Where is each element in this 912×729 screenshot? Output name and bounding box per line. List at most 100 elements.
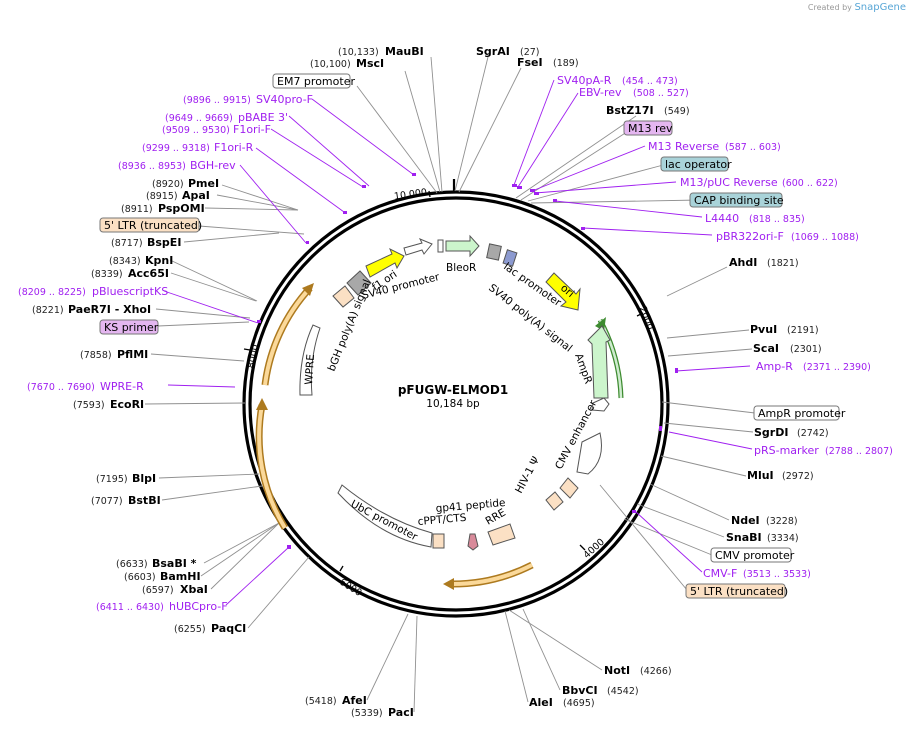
primer-f1ori-r-pos: (9299 .. 9318) bbox=[142, 143, 210, 154]
site-blpi: BlpI bbox=[132, 472, 156, 485]
primer-sv40pa-r: SV40pA-R bbox=[557, 74, 612, 87]
site-noti: NotI bbox=[604, 664, 630, 677]
box-ampr-promoter bbox=[753, 405, 840, 421]
site-bbvci-pos: (4542) bbox=[607, 686, 639, 697]
site-ndei-pos: (3228) bbox=[766, 516, 798, 527]
gp41-box bbox=[467, 533, 479, 551]
site-labels: SgrAI (27) FseI (189) BstZ17I (549) AhdI… bbox=[32, 45, 829, 719]
site-kpni: KpnI bbox=[145, 254, 173, 267]
primer-amp-r-pos: (2371 .. 2390) bbox=[803, 362, 871, 373]
site-paci: PacI bbox=[388, 706, 414, 719]
box-m13rev-text: M13 rev bbox=[628, 122, 673, 135]
box-cmv-promoter-text: CMV promoter bbox=[715, 549, 795, 562]
box-ltr-left bbox=[99, 217, 200, 233]
primer-sv40pro-f: SV40pro-F bbox=[256, 93, 313, 106]
bgh-box bbox=[346, 270, 372, 296]
tick-8000: 8000 bbox=[246, 343, 262, 369]
site-pspomi: PspOMI bbox=[158, 202, 205, 215]
site-ndei: NdeI bbox=[731, 514, 760, 527]
site-bamhi-pos: (6603) bbox=[124, 572, 156, 583]
site-kpni-pos: (8343) bbox=[109, 256, 141, 267]
site-bstbi: BstBI bbox=[128, 494, 161, 507]
primer-bgh-rev-pos: (8936 .. 8953) bbox=[118, 161, 186, 172]
primer-pbabe3: pBABE 3' bbox=[238, 111, 288, 124]
site-acc65i: Acc65I bbox=[128, 267, 169, 280]
site-pvui: PvuI bbox=[750, 323, 777, 336]
site-ecori: EcoRI bbox=[110, 398, 144, 411]
site-pmei-pos: (8920) bbox=[152, 179, 184, 190]
primer-prs-marker: pRS-marker bbox=[754, 444, 819, 457]
box-ampr-promoter-text: AmpR promoter bbox=[758, 407, 846, 420]
box-m13rev bbox=[623, 120, 673, 136]
box-ks-primer-text: KS primer bbox=[104, 321, 159, 334]
rre-box bbox=[487, 523, 516, 546]
site-sgrai: SgrAI bbox=[476, 45, 510, 58]
site-fsei: FseI bbox=[517, 56, 543, 69]
site-msci: MscI bbox=[356, 57, 384, 70]
site-noti-pos: (4266) bbox=[640, 666, 672, 677]
box-em7-text: EM7 promoter bbox=[277, 75, 355, 88]
site-bspei-pos: (8717) bbox=[111, 238, 143, 249]
site-bstz17i-pos: (549) bbox=[664, 106, 690, 117]
box-ltr-right bbox=[685, 583, 786, 599]
primer-sv40pa-r-pos: (454 .. 473) bbox=[622, 76, 678, 87]
tick-10000-mark bbox=[428, 190, 431, 198]
site-ahdi: AhdI bbox=[729, 256, 757, 269]
site-fsei-pos: (189) bbox=[553, 58, 579, 69]
site-pflmi-pos: (7858) bbox=[80, 350, 112, 361]
primer-ebv-rev-pos: (508 .. 527) bbox=[633, 88, 689, 99]
tick-8000-mark bbox=[243, 348, 251, 351]
orf-arcs bbox=[255, 283, 534, 590]
leader-lines bbox=[144, 56, 756, 713]
box-cmv-promoter bbox=[710, 547, 792, 563]
site-alei-pos: (4695) bbox=[563, 698, 595, 709]
primer-amp-r: Amp-R bbox=[756, 360, 793, 373]
site-paqci: PaqCI bbox=[211, 622, 246, 635]
plasmid-length: 10,184 bp bbox=[426, 398, 480, 410]
primer-f1ori-r: F1ori-R bbox=[214, 141, 254, 154]
tick-6000-mark bbox=[339, 565, 344, 572]
primer-pbr322ori-f-pos: (1069 .. 1088) bbox=[791, 232, 859, 243]
box-em7 bbox=[272, 73, 351, 89]
site-sgrdi-pos: (2742) bbox=[797, 428, 829, 439]
site-bsabi-pos: (6633) bbox=[116, 559, 148, 570]
label-ubc: UbC promoter bbox=[349, 498, 420, 544]
primer-l4440-pos: (818 .. 835) bbox=[749, 214, 805, 225]
site-ahdi-pos: (1821) bbox=[767, 258, 799, 269]
lac-box bbox=[502, 249, 518, 267]
em7-box bbox=[437, 239, 444, 253]
box-cap bbox=[689, 192, 783, 208]
sv40pa-box bbox=[486, 243, 502, 261]
f1-ori-arrow bbox=[365, 247, 405, 278]
box-lacop-text: lac operator bbox=[665, 158, 732, 171]
primer-pbluescriptks-pos: (8209 .. 8225) bbox=[18, 287, 86, 298]
box-ks-primer bbox=[99, 319, 159, 335]
box-ltr-right-text: 5' LTR (truncated) bbox=[690, 585, 788, 598]
site-pflmi: PflMI bbox=[117, 348, 148, 361]
site-apai-pos: (8915) bbox=[146, 191, 178, 202]
site-acc65i-pos: (8339) bbox=[91, 269, 123, 280]
ltr-small-box bbox=[332, 285, 355, 308]
site-bspei: BspEI bbox=[147, 236, 181, 249]
ori-arrow bbox=[545, 272, 581, 311]
site-xbai-pos: (6597) bbox=[142, 585, 174, 596]
site-snabi-pos: (3334) bbox=[767, 533, 799, 544]
site-mlui: MluI bbox=[747, 469, 774, 482]
site-bstz17i: BstZ17I bbox=[606, 104, 654, 117]
site-mlui-pos: (2972) bbox=[782, 471, 814, 482]
bleor-arrow bbox=[445, 234, 480, 258]
site-xbai: XbaI bbox=[180, 583, 208, 596]
wpre-box bbox=[299, 324, 321, 396]
primer-cmv-f: CMV-F bbox=[703, 567, 737, 580]
boxed-labels: EM7 promoter M13 rev lac operator CAP bi… bbox=[99, 73, 846, 599]
ltr-inner-box bbox=[545, 491, 564, 511]
primer-m13-reverse: M13 Reverse bbox=[648, 140, 719, 153]
credit-text: Created by bbox=[807, 3, 852, 12]
box-lacop bbox=[660, 156, 729, 172]
site-xhoi: PaeR7I - XhoI bbox=[68, 303, 151, 316]
primer-leaders bbox=[163, 79, 753, 606]
inner-features bbox=[299, 234, 611, 551]
label-ampr: AmpR bbox=[572, 352, 594, 386]
tick-10000: 10,000 bbox=[393, 187, 427, 203]
backbone-inner bbox=[248, 196, 664, 612]
